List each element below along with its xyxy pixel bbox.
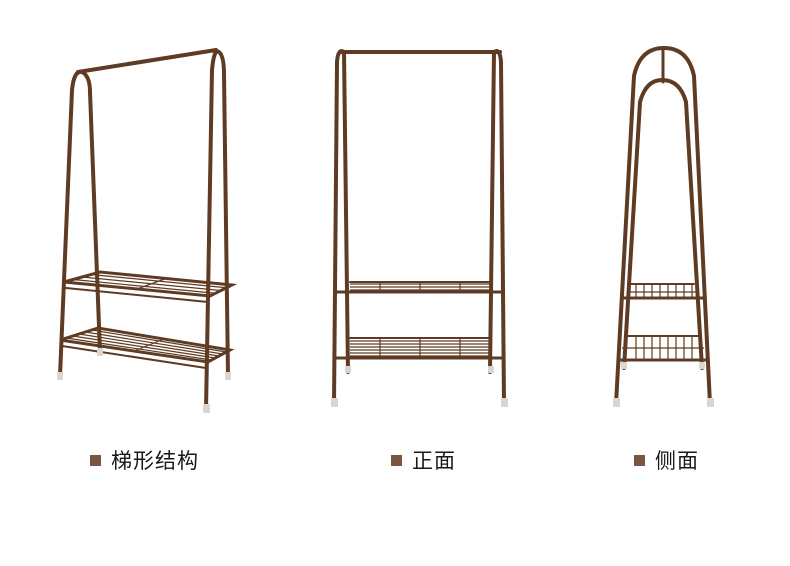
caption-front: 正面 — [391, 446, 456, 474]
inner-arch — [622, 77, 704, 370]
caption-label: 侧面 — [655, 449, 699, 473]
caption-side: 侧面 — [634, 446, 699, 474]
outer-arch — [614, 45, 712, 406]
caption-label: 正面 — [412, 449, 456, 473]
top-rail — [76, 48, 218, 74]
square-bullet-icon — [391, 454, 402, 466]
right-leg — [488, 49, 506, 406]
right-front-leg — [204, 49, 230, 412]
shelf-wire — [136, 277, 167, 290]
left-front-leg — [58, 69, 102, 378]
square-bullet-icon — [90, 454, 101, 466]
shelf-wire — [133, 338, 165, 352]
caption-label: 梯形结构 — [111, 449, 199, 473]
left-leg — [332, 49, 350, 406]
square-bullet-icon — [634, 454, 645, 466]
caption-trapezoid: 梯形结构 — [90, 446, 199, 474]
